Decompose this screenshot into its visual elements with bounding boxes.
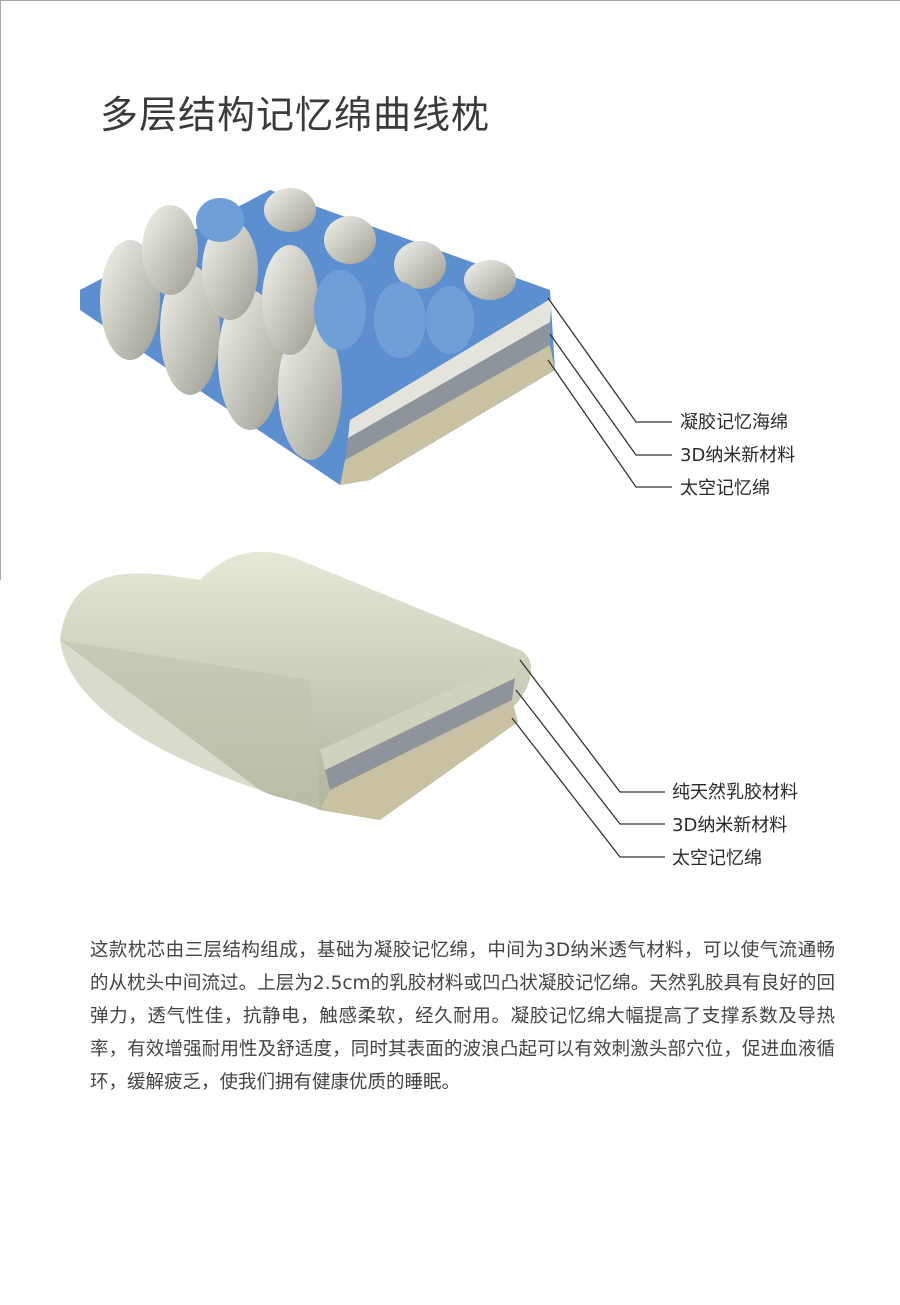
description-paragraph: 这款枕芯由三层结构组成，基础为凝胶记忆绵，中间为3D纳米透气材料，可以使气流通畅… — [90, 940, 835, 1093]
nano-layer — [345, 322, 550, 460]
latex-layer — [320, 655, 525, 770]
label-3d-nano-material: 3D纳米新材料 — [680, 445, 796, 466]
nano-layer — [325, 678, 515, 790]
latex-pillow-illustration — [60, 551, 532, 820]
leader-lines — [511, 297, 672, 858]
gel-pillow-illustration — [80, 188, 555, 485]
pillow-illustrations — [60, 188, 672, 858]
label-space-memory-foam: 太空记忆绵 — [680, 478, 770, 499]
label-3d-nano-material: 3D纳米新材料 — [672, 815, 788, 836]
memory-foam-layer — [320, 700, 518, 820]
page-border-top — [0, 0, 900, 1]
label-gel-memory-foam: 凝胶记忆海绵 — [680, 412, 788, 433]
label-space-memory-foam: 太空记忆绵 — [672, 848, 762, 869]
label-natural-latex: 纯天然乳胶材料 — [672, 782, 798, 803]
page-border-left — [0, 0, 1, 580]
gel-layer — [348, 298, 552, 438]
page-title: 多层结构记忆绵曲线枕 — [100, 93, 491, 137]
memory-foam-layer — [340, 345, 555, 485]
